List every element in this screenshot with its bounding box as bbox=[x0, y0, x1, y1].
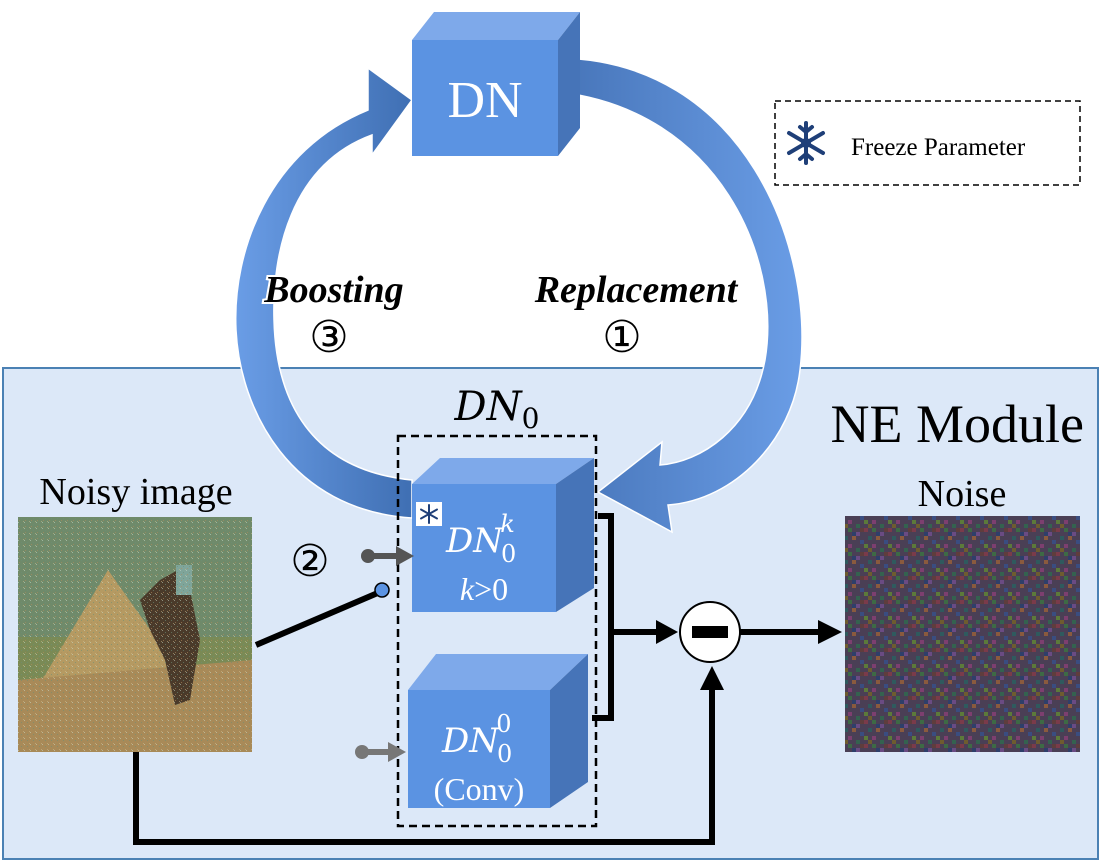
dn0-k-sub: 0 bbox=[501, 540, 516, 568]
switch-contact bbox=[374, 582, 390, 598]
replacement-step: ① bbox=[602, 312, 641, 363]
dn0-k-condition: k>0 bbox=[460, 571, 508, 607]
dn0-k-base: DN bbox=[445, 521, 504, 561]
switch-step: ② bbox=[290, 536, 329, 587]
dn-cube-label: DN bbox=[447, 72, 522, 129]
noisy-image bbox=[18, 517, 252, 752]
snowflake-icon bbox=[787, 121, 825, 165]
arrowhead-to-noise bbox=[818, 620, 842, 644]
legend-text: Freeze Parameter bbox=[851, 134, 1026, 161]
dn0-group-border bbox=[396, 434, 598, 828]
ne-module-label: NE Module bbox=[831, 394, 1084, 454]
dn0-0-note: (Conv) bbox=[434, 771, 525, 807]
dn-cube: DN bbox=[412, 12, 580, 156]
arrowhead-to-subtract bbox=[656, 620, 678, 644]
dn0-0-block: DN00 (Conv) bbox=[408, 654, 588, 808]
replacement-arrow bbox=[557, 57, 803, 534]
dn0-k-label: DN0k bbox=[445, 510, 516, 568]
input-arrow-bottom bbox=[355, 742, 406, 762]
dn0-0-base: DN bbox=[441, 721, 500, 761]
dn0-k-condition-rest: >0 bbox=[474, 571, 508, 607]
noise-label: Noise bbox=[918, 473, 1007, 515]
legend: Freeze Parameter bbox=[774, 100, 1081, 186]
dn0-0-sub: 0 bbox=[497, 740, 512, 768]
dn0-group-label: DN0 bbox=[454, 384, 540, 435]
boosting-label: Boosting bbox=[263, 269, 403, 311]
noisy-image-label: Noisy image bbox=[39, 471, 232, 513]
dn0-0-sup: 0 bbox=[496, 710, 511, 738]
dn0-k-sup: k bbox=[500, 510, 515, 538]
wire-skip-connection bbox=[133, 688, 715, 845]
dn0-k-block: DN0k k>0 bbox=[412, 458, 594, 612]
input-arrow-top bbox=[361, 546, 414, 566]
boosting-arrow bbox=[234, 66, 414, 519]
wire-top-block bbox=[592, 513, 614, 721]
noise-image bbox=[845, 516, 1080, 752]
boosting-step: ③ bbox=[309, 312, 348, 363]
arrowhead-skip bbox=[700, 666, 724, 690]
dn0-0-label: DN00 bbox=[441, 710, 512, 768]
dn0-group-label-base: DN bbox=[454, 384, 524, 430]
dn0-group-label-sub: 0 bbox=[522, 402, 540, 435]
dn0-k-condition-var: k bbox=[460, 571, 475, 607]
snowflake-icon bbox=[420, 504, 438, 524]
minus-icon bbox=[692, 626, 728, 638]
switch-lever bbox=[254, 589, 382, 648]
replacement-label: Replacement bbox=[534, 269, 739, 311]
